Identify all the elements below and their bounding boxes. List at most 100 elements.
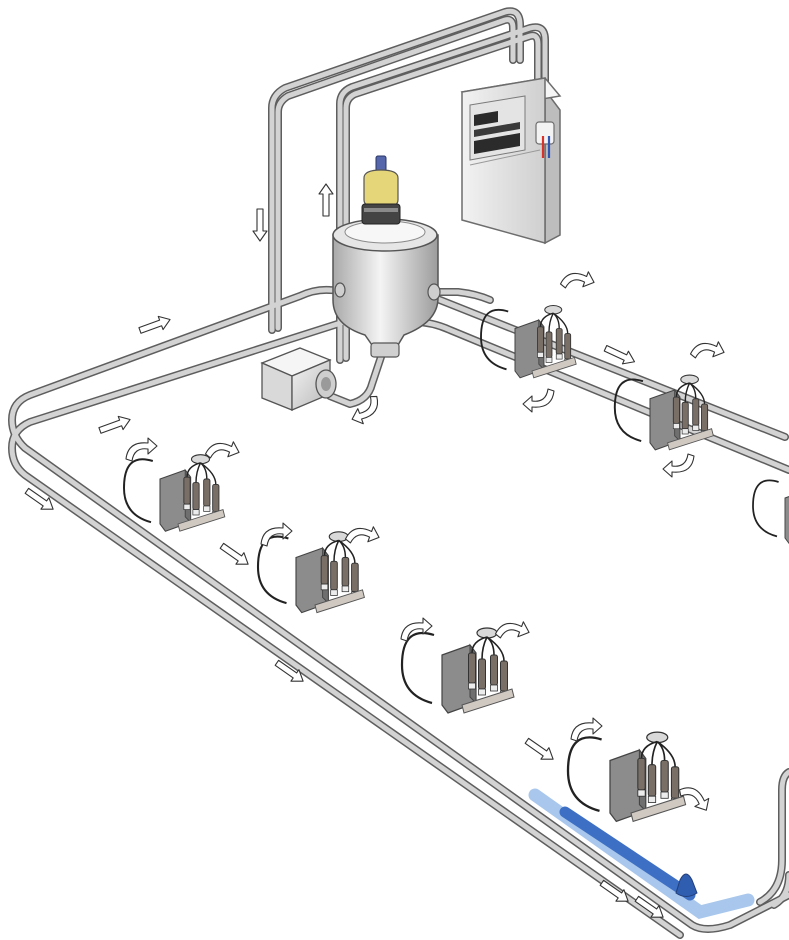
milk-receiver-jar: [332, 218, 441, 358]
straight-arrow-icon: [524, 737, 554, 760]
teat-cup-icon: [192, 482, 200, 511]
milk-flow-drop-icon: [675, 873, 698, 897]
straight-arrow-icon: [603, 344, 636, 365]
teat-cup-icon: [672, 396, 680, 424]
curved-arrow-icon: [678, 787, 710, 811]
teat-cup-icon: [320, 555, 329, 585]
cluster-bracket: [630, 795, 687, 823]
teat-cup-icon: [341, 557, 350, 587]
claw-bowl: [646, 731, 669, 744]
teat-cup-base: [320, 583, 329, 591]
milk-pump: [260, 347, 337, 411]
teat-cup-icon: [183, 476, 191, 505]
cluster-bracket: [667, 428, 714, 451]
short-tube: [684, 382, 691, 403]
teat-cup-icon: [647, 764, 657, 797]
pump-outlet: [327, 342, 388, 407]
teat-cup-icon: [478, 658, 486, 690]
straight-arrow-icon: [98, 415, 131, 434]
teat-cup-base: [545, 357, 553, 363]
short-tube: [333, 540, 340, 562]
cabinet-keypad-row-2: [474, 133, 520, 154]
teat-cup-icon: [637, 757, 646, 791]
teat-cup-icon: [468, 652, 476, 684]
curved-arrow-icon: [351, 395, 379, 425]
claw-bowl: [476, 627, 498, 639]
cluster-bracket: [314, 589, 365, 614]
cabinet-door-line: [469, 149, 541, 166]
claw-bowl: [544, 305, 563, 315]
milk-hose: [752, 479, 779, 538]
straight-arrow-icon: [138, 315, 171, 334]
milk-line-lower: [9, 317, 789, 938]
control-cabinet: [460, 77, 562, 245]
curved-arrow-icon: [125, 437, 158, 462]
sensor-collar: [361, 203, 401, 225]
riser-right-outer: [337, 24, 548, 363]
milk-hose: [480, 308, 509, 371]
short-tube: [539, 312, 554, 327]
milking-cluster-icon: [256, 531, 365, 614]
riser-right-inner: [343, 33, 541, 361]
curved-arrow-icon: [204, 441, 240, 459]
milk-hose: [123, 458, 154, 524]
jar-vacuum-port: [334, 282, 346, 298]
milk-flow-highlight: [528, 788, 755, 920]
teat-cup-base: [330, 589, 338, 596]
curved-arrow-icon: [559, 271, 595, 289]
straight-arrow-icon: [24, 487, 54, 510]
teat-cup-icon: [351, 562, 359, 593]
claw-bowl: [680, 374, 699, 385]
short-tube: [675, 382, 690, 398]
short-tube: [323, 539, 339, 556]
sensor-body: [363, 169, 399, 209]
cabinet-display: [474, 111, 498, 126]
teat-cup-icon: [555, 328, 563, 355]
teat-cup-base: [672, 423, 680, 430]
milking-cluster-icon: [613, 374, 714, 451]
short-tube: [200, 462, 217, 485]
short-tube: [640, 740, 658, 759]
milk-hose: [613, 378, 644, 442]
teat-cup-icon: [660, 759, 669, 793]
cluster-bracket: [177, 509, 226, 532]
milking-cluster-icon: [480, 305, 577, 379]
riser-left-inner: [275, 17, 516, 331]
teat-cup-base: [660, 791, 669, 799]
riser-left-outer: [269, 8, 523, 333]
curved-arrow-icon: [344, 526, 380, 544]
curved-arrow-icon: [494, 621, 530, 639]
teat-cup-base: [692, 424, 700, 431]
teat-cup-icon: [545, 331, 553, 358]
pulsator-box: [784, 496, 789, 545]
curved-arrow-icon: [662, 453, 695, 478]
curved-arrow-icon: [260, 522, 293, 547]
straight-arrow-icon: [634, 895, 664, 918]
teat-cup-icon: [701, 403, 709, 431]
teat-cup-base: [341, 585, 350, 593]
cabinet-side: [544, 87, 561, 245]
teat-cup-icon: [681, 401, 689, 430]
curved-arrow-icon: [400, 617, 433, 642]
teat-cup-icon: [692, 398, 700, 426]
straight-arrow-icon: [318, 183, 334, 217]
jar-to-line: [435, 289, 493, 303]
short-tube: [486, 636, 505, 662]
straight-arrow-icon: [274, 659, 304, 682]
milk-hose: [566, 736, 602, 813]
short-tube: [186, 462, 201, 478]
short-tube: [548, 312, 554, 332]
curved-arrow-icon: [570, 717, 603, 742]
pump-head-inner: [321, 377, 331, 391]
teat-cup-base: [490, 684, 498, 692]
cluster-bracket: [461, 688, 515, 714]
milk-hose: [400, 632, 435, 705]
milking-cluster-icon: [566, 731, 687, 823]
milking-cluster-icon: [123, 454, 226, 532]
milk-hose: [256, 535, 289, 605]
teat-cup-base: [681, 428, 689, 435]
vacuum-line-upper: [9, 287, 789, 932]
short-tube: [651, 741, 659, 765]
